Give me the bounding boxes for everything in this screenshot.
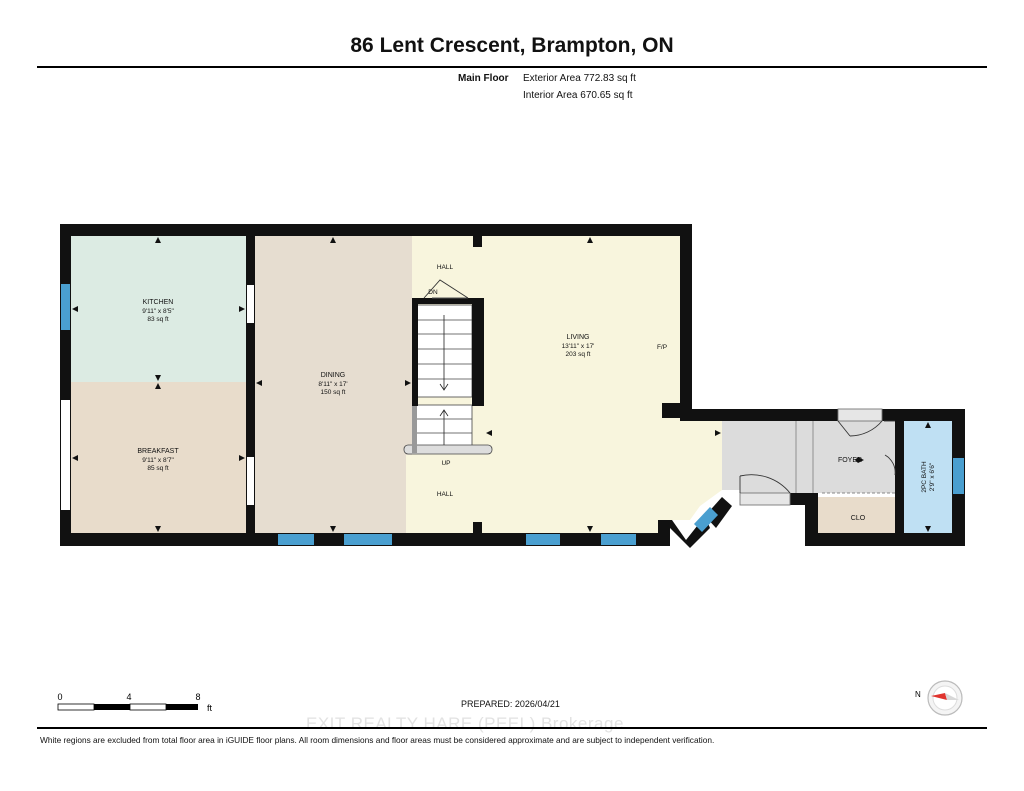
staircase <box>403 304 493 455</box>
doors <box>423 279 896 506</box>
kitchen-dims: 9'11" x 8'5" <box>142 308 174 315</box>
walls <box>60 224 965 548</box>
scale-tick-8: 8 <box>195 692 200 702</box>
compass-icon: N <box>915 680 963 716</box>
floor-name: Main Floor <box>458 73 509 84</box>
header-rule <box>37 66 987 68</box>
breakfast-name: BREAKFAST <box>137 448 179 455</box>
brokerage-watermark: EXIT REALTY HARE (PEEL) Brokerage <box>306 714 624 733</box>
dining-fill <box>255 236 412 533</box>
kitchen-name: KITCHEN <box>143 299 174 306</box>
stairs-up-label: UP <box>441 460 450 467</box>
breakfast-dims: 9'11" x 8'7" <box>142 457 174 464</box>
scale-tick-4: 4 <box>126 692 131 702</box>
prepared-date: PREPARED: 2026/04/21 <box>461 699 560 709</box>
kitchen-fill <box>71 236 246 382</box>
bath-dims: 2'9" x 6'6" <box>929 462 936 491</box>
dining-area: 150 sq ft <box>321 389 346 396</box>
scale-tick-0: 0 <box>57 692 62 702</box>
living-dims: 13'11" x 17' <box>562 343 595 350</box>
breakfast-area: 85 sq ft <box>147 465 169 472</box>
living-name: LIVING <box>567 334 590 341</box>
scale-bar: 0 4 8 ft <box>57 692 213 713</box>
windows <box>61 284 964 545</box>
living-fill <box>406 236 722 533</box>
foyer-name: FOYER <box>838 457 862 464</box>
foyer-fill <box>722 421 895 505</box>
breakfast-fill <box>71 382 246 533</box>
closet-name: CLO <box>851 515 866 522</box>
dining-name: DINING <box>321 372 346 379</box>
kitchen-area: 83 sq ft <box>147 316 169 323</box>
stair-rail <box>412 405 417 453</box>
exterior-area: Exterior Area 772.83 sq ft <box>523 73 636 84</box>
footer-rule <box>37 727 987 729</box>
openings <box>61 285 254 510</box>
fireplace-label: F/P <box>657 344 667 351</box>
bath-name: 2PC BATH <box>921 461 928 493</box>
closet-fill <box>818 497 895 533</box>
plan-title: 86 Lent Crescent, Brampton, ON <box>350 34 674 57</box>
compass-north-label: N <box>915 690 921 699</box>
bath-fill <box>904 421 952 533</box>
disclaimer-text: White regions are excluded from total fl… <box>40 735 715 745</box>
hall-top-label: HALL <box>437 264 454 271</box>
hall-bottom-label: HALL <box>437 491 454 498</box>
dimension-arrows <box>72 237 931 532</box>
stairs-down-label: DN <box>428 289 438 296</box>
interior-area: Interior Area 670.65 sq ft <box>523 90 633 101</box>
scale-unit: ft <box>207 703 213 713</box>
dining-dims: 8'11" x 17' <box>318 381 347 388</box>
living-area: 203 sq ft <box>566 351 591 358</box>
